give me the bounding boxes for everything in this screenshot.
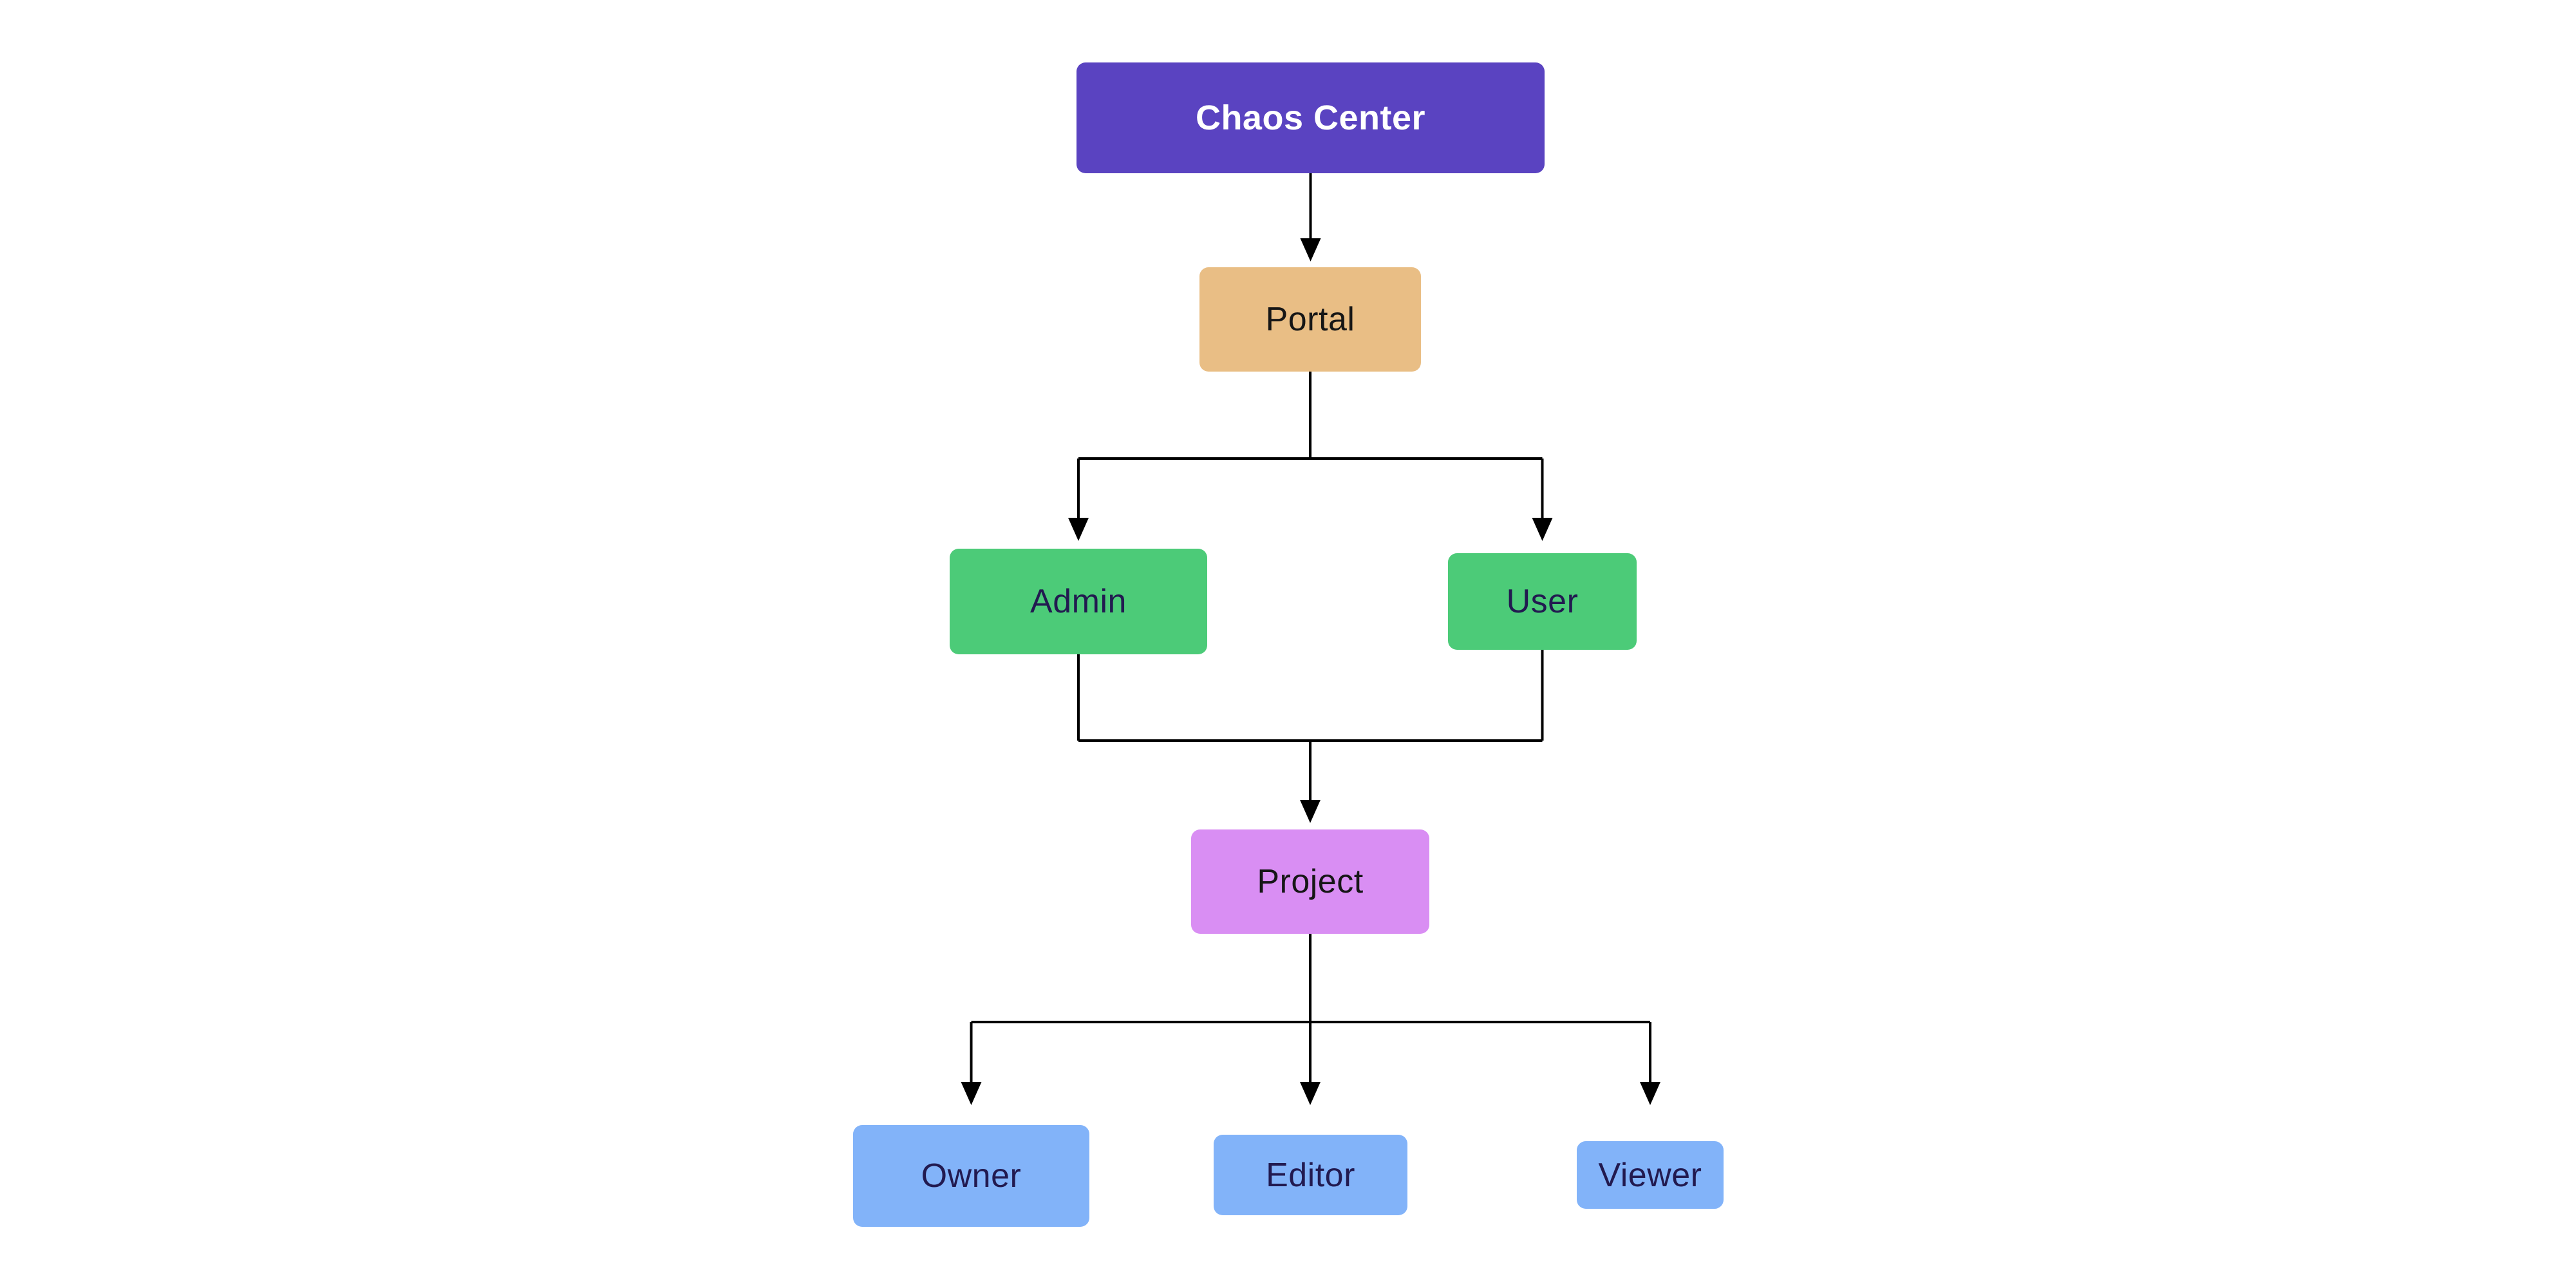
node-portal-label: Portal <box>1265 301 1355 338</box>
node-admin: Admin <box>950 549 1207 654</box>
node-user: User <box>1448 553 1637 650</box>
node-project-label: Project <box>1257 863 1364 900</box>
node-user-label: User <box>1506 583 1579 620</box>
edge-portal-split-to-admin-user <box>1077 372 1544 519</box>
node-viewer-label: Viewer <box>1598 1156 1702 1194</box>
arrowhead-project <box>1300 800 1321 823</box>
node-chaos-center-label: Chaos Center <box>1195 99 1426 137</box>
node-owner: Owner <box>853 1125 1089 1227</box>
node-editor: Editor <box>1214 1135 1407 1215</box>
node-editor-label: Editor <box>1266 1156 1355 1194</box>
edge-project-split-to-roles <box>970 934 1651 1083</box>
node-project: Project <box>1191 829 1429 934</box>
node-admin-label: Admin <box>1030 583 1127 620</box>
node-chaos-center: Chaos Center <box>1076 62 1545 173</box>
node-portal: Portal <box>1199 267 1421 372</box>
arrowhead-user <box>1532 518 1553 541</box>
node-owner-label: Owner <box>921 1157 1022 1195</box>
arrowhead-editor <box>1300 1082 1321 1105</box>
arrowhead-portal <box>1300 238 1321 261</box>
node-viewer: Viewer <box>1577 1141 1724 1209</box>
arrowhead-admin <box>1068 518 1089 541</box>
edge-admin-user-merge-to-project <box>1077 650 1544 801</box>
arrowhead-owner <box>961 1082 982 1105</box>
arrowhead-viewer <box>1640 1082 1660 1105</box>
